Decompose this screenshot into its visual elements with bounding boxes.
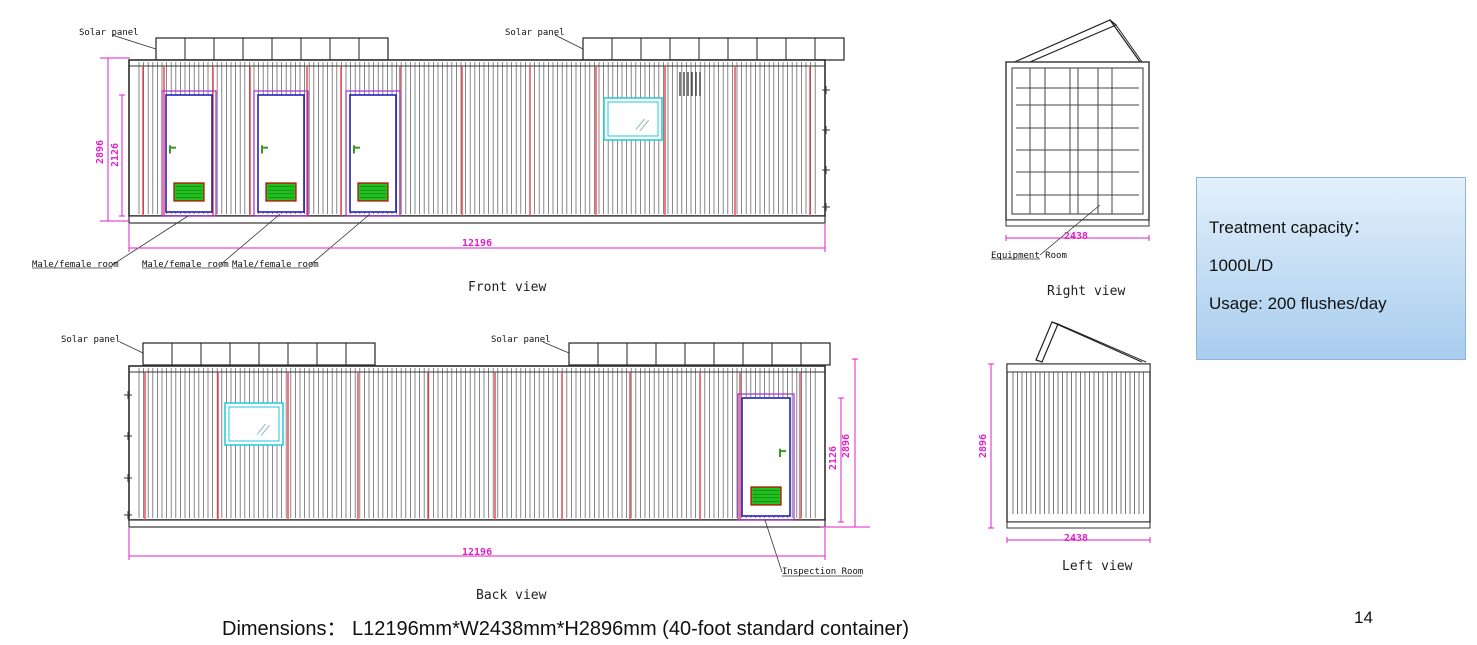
label-male-female-room-1: Male/female room [32, 260, 119, 270]
door-inspection-vent [750, 486, 782, 506]
label-male-female-room-2: Male/female room [142, 260, 229, 270]
treatment-info-box: Treatment capacity： 1000L/D Usage: 200 f… [1196, 177, 1466, 360]
door-front-3-frame [345, 90, 401, 217]
container-right-base [1005, 219, 1150, 227]
leader-equipment [1039, 204, 1101, 256]
front-view [32, 34, 845, 269]
label-solar-panel-front-2: Solar panel [505, 28, 565, 38]
label-back-view: Back view [476, 588, 547, 603]
container-left-top-rail [1006, 363, 1151, 373]
dim-width-left: 2438 [1064, 533, 1088, 544]
label-solar-panel-front-1: Solar panel [79, 28, 139, 38]
leader-solar-4 [542, 341, 570, 354]
leader-room-1 [111, 215, 189, 266]
solar-panel-back-2 [568, 342, 831, 366]
container-back-base [128, 519, 826, 528]
solar-panel-front-2 [582, 37, 845, 61]
dim-width-right: 2438 [1064, 231, 1088, 242]
door-inspection-frame [737, 393, 795, 521]
window-glare [635, 118, 645, 130]
label-front-view: Front view [468, 280, 546, 295]
container-left-base [1006, 521, 1151, 529]
leader-room-3 [309, 213, 371, 266]
solar-support [1109, 19, 1141, 63]
window-glare [260, 425, 270, 437]
window-back [224, 402, 284, 446]
leader-room-2 [219, 213, 281, 266]
solar-panel-tilted-right [1008, 19, 1118, 69]
window-glare [256, 423, 266, 435]
container-front-base [128, 215, 826, 224]
label-equipment-room: Equipment Room [991, 251, 1067, 261]
door-front-1-vent [173, 182, 205, 202]
left-view [988, 321, 1151, 543]
leader-inspection [764, 519, 783, 573]
label-inspection-room: Inspection Room [782, 567, 863, 577]
dim-height-left: 2896 [978, 434, 989, 458]
door-front-2-frame [253, 90, 309, 217]
solar-support [1057, 323, 1147, 363]
leader-solar-2 [554, 34, 584, 50]
dim-height-back: 2896 [841, 434, 852, 458]
container-front-body [128, 59, 826, 217]
window-glare [639, 120, 649, 132]
page-number: 14 [1354, 608, 1373, 627]
solar-support [1115, 24, 1143, 63]
label-male-female-room-3: Male/female room [232, 260, 319, 270]
dim-length-front: 12196 [462, 238, 492, 249]
door-front-1-frame [161, 90, 217, 217]
label-right-view: Right view [1047, 284, 1125, 299]
leader-solar-3 [119, 341, 144, 354]
solar-panel-tilted-left [1035, 321, 1059, 363]
window-front [603, 97, 663, 141]
door-front-2-vent [265, 182, 297, 202]
solar-support [1051, 321, 1143, 363]
window-front-glass [607, 101, 659, 137]
usage-text: Usage: 200 flushes/day [1209, 294, 1387, 313]
back-view [119, 341, 870, 577]
treatment-capacity-value: 1000L/D [1209, 256, 1274, 275]
label-solar-panel-back-2: Solar panel [491, 335, 551, 345]
dim-door-height-front: 2126 [110, 143, 121, 167]
dimensions-caption: Dimensions： L12196mm*W2438mm*H2896mm (40… [222, 618, 909, 640]
right-view [991, 19, 1150, 260]
dim-door-height-back: 2126 [828, 446, 839, 470]
label-solar-panel-back-1: Solar panel [61, 335, 121, 345]
label-left-view: Left view [1062, 559, 1133, 574]
door-front-3-vent [357, 182, 389, 202]
dim-height-front: 2896 [95, 140, 106, 164]
leader-solar-1 [111, 34, 157, 50]
window-back-glass [228, 406, 280, 442]
treatment-capacity-label: Treatment capacity： [1209, 218, 1370, 237]
container-left-end [1006, 363, 1151, 523]
dim-length-back: 12196 [462, 547, 492, 558]
